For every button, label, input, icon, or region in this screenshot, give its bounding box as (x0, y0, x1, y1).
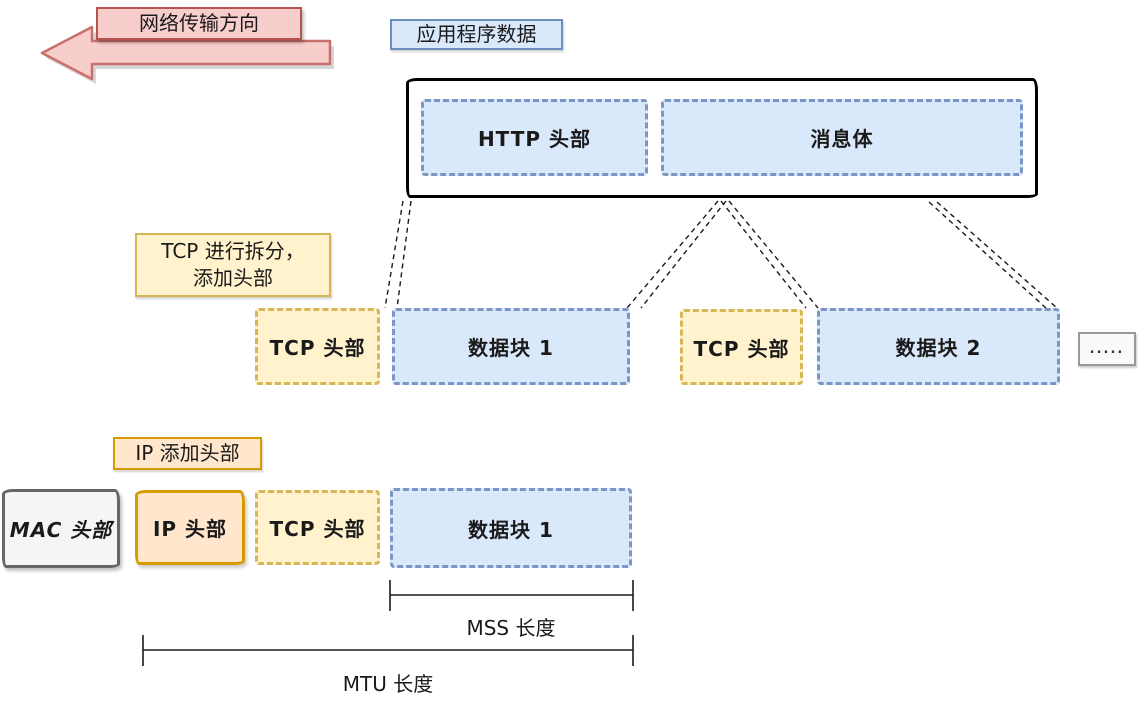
ip-header-box: IP 头部 (135, 490, 245, 565)
data-block-2-box: 数据块 2 (817, 308, 1060, 385)
tcp-header-1-box: TCP 头部 (255, 308, 380, 385)
app-data-label: 应用程序数据 (390, 19, 563, 50)
mss-label: MSS 长度 (466, 616, 556, 640)
mss-dimension-line (389, 580, 634, 611)
tcp-split-note-line1: TCP 进行拆分， (161, 239, 305, 263)
tcp-header-3-box: TCP 头部 (255, 490, 380, 565)
tcp-split-note-line2: 添加头部 (193, 266, 273, 290)
mac-header-box: MAC 头部 (2, 489, 120, 568)
tcp-split-note: TCP 进行拆分， 添加头部 (135, 233, 331, 297)
message-body-box: 消息体 (661, 99, 1023, 176)
frame-data-block-box: 数据块 1 (390, 488, 632, 568)
data-block-1-box: 数据块 1 (392, 308, 630, 385)
more-blocks-box: ..... (1078, 332, 1136, 366)
http-header-box: HTTP 头部 (421, 99, 648, 176)
direction-label: 网络传输方向 (96, 7, 302, 40)
ip-note: IP 添加头部 (113, 437, 262, 470)
tcp-header-2-box: TCP 头部 (680, 309, 803, 385)
mtu-label: MTU 长度 (342, 672, 434, 696)
split-connector-lines (384, 200, 1058, 309)
